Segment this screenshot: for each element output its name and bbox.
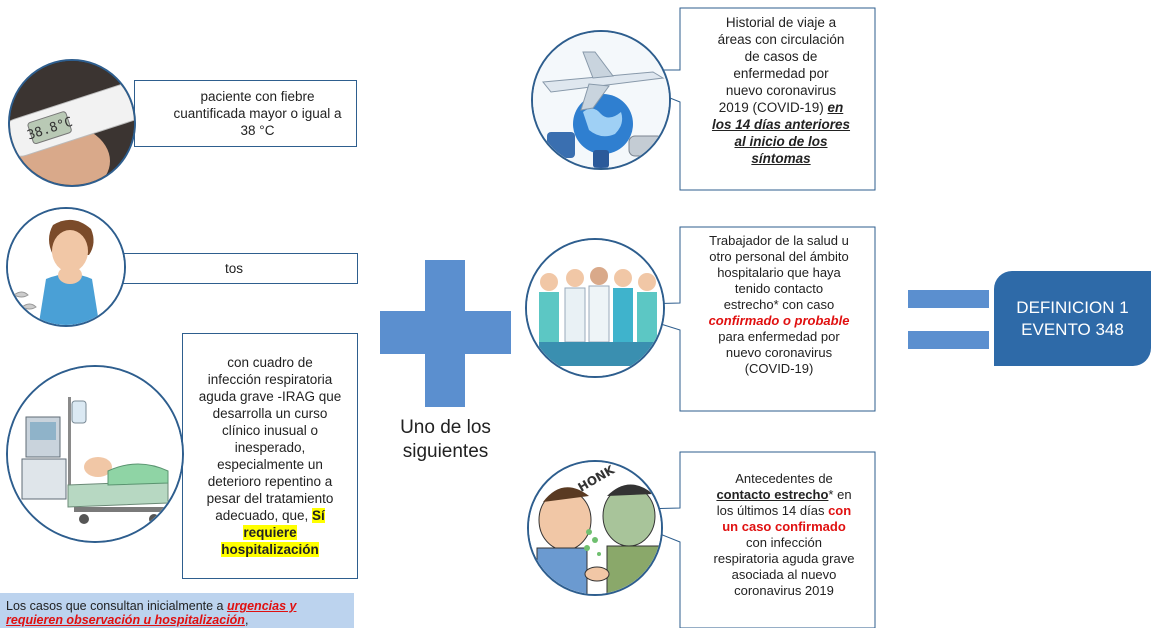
- uno-de-los-line: Uno de los: [400, 417, 491, 438]
- irag-text: con cuadro de infección respiratoria agu…: [195, 354, 346, 558]
- irag-si: Sí: [312, 508, 325, 523]
- travel-em-line: al inicio de los: [734, 134, 828, 149]
- equals-bar-top: [908, 290, 989, 308]
- hospital-bed-icon: [8, 367, 182, 541]
- worker-line: nuevo coronavirus: [725, 345, 833, 360]
- irag-requiere: requiere: [243, 525, 297, 540]
- coughing-person-icon: [8, 209, 124, 325]
- contact-line: Antecedentes de: [735, 471, 833, 486]
- contact-line: contacto estrecho* en: [694, 487, 874, 503]
- definition-line1: DEFINICION 1: [1016, 297, 1129, 317]
- contact-red-con: con: [828, 503, 852, 518]
- travel-line-6: 2019 (COVID-19): [718, 100, 824, 115]
- irag-line: pesar del tratamiento: [206, 491, 334, 506]
- irag-line: deterioro repentino a: [207, 474, 333, 489]
- sneeze-contact-icon: HONK: [529, 462, 661, 594]
- fever-text: paciente con fiebre cuantificada mayor o…: [173, 89, 342, 138]
- note-red: urgencias y requieren observación u hosp…: [6, 599, 297, 627]
- travel-image: [531, 30, 671, 170]
- travel-text: Historial de viaje a áreas con circulaci…: [690, 14, 872, 167]
- equals-bar-bottom: [908, 331, 989, 349]
- irag-line: aguda grave -IRAG que: [198, 389, 342, 404]
- health-workers-icon: [527, 240, 663, 376]
- irag-line: desarrolla un curso: [212, 406, 328, 421]
- contact-line: con infección: [746, 535, 822, 550]
- plus-sign-horizontal: [380, 311, 511, 354]
- contact-callout-shape: [599, 451, 876, 628]
- worker-line: otro personal del ámbito: [709, 249, 849, 264]
- travel-callout-shape: [599, 7, 876, 191]
- travel-line: enfermedad por: [733, 66, 829, 81]
- contact-days: los últimos 14 días: [716, 503, 825, 518]
- travel-line: Historial de viaje a: [725, 15, 837, 30]
- cough-box: tos: [110, 253, 358, 284]
- contact-line: respiratoria aguda grave: [713, 551, 855, 566]
- travel-line: nuevo coronavirus: [725, 83, 837, 98]
- travel-em-line: síntomas: [751, 151, 811, 166]
- irag-line: con cuadro de: [227, 355, 313, 370]
- contact-red-caso: un caso confirmado: [722, 519, 846, 534]
- worker-red: confirmado o probable: [708, 313, 850, 328]
- worker-line: (COVID-19): [744, 361, 814, 376]
- worker-callout-shape: [599, 226, 876, 412]
- worker-line: Trabajador de la salud u: [709, 233, 849, 248]
- worker-line: hospitalario que haya: [717, 265, 841, 280]
- irag-line: requiere: [199, 524, 342, 541]
- travel-line: áreas con circulación: [717, 32, 845, 47]
- travel-line: 2019 (COVID-19) en: [690, 99, 872, 116]
- irag-line: adecuado, que, Sí: [199, 507, 342, 524]
- health-workers-image: [525, 238, 665, 378]
- thermometer-image: 38.8°C: [8, 59, 136, 187]
- contact-line: coronavirus 2019: [734, 583, 834, 598]
- definition-line2: EVENTO 348: [1021, 319, 1124, 339]
- travel-line: de casos de: [744, 49, 818, 64]
- irag-line: hospitalización: [199, 541, 342, 558]
- siguientes-line: siguientes: [402, 441, 489, 462]
- contact-bold: contacto estrecho: [716, 487, 829, 502]
- contact-line: asociada al nuevo: [731, 567, 837, 582]
- worker-text: Trabajador de la salud u otro personal d…: [686, 233, 872, 377]
- irag-hospitalizacion: hospitalización: [221, 542, 319, 557]
- airplane-globe-icon: [533, 32, 669, 168]
- worker-line: tenido contacto: [734, 281, 824, 296]
- worker-line: estrecho* con caso: [723, 297, 835, 312]
- contact-line: los últimos 14 días con: [694, 503, 874, 519]
- travel-em-line: los 14 días anteriores: [711, 117, 851, 132]
- definition-result-box: DEFINICION 1 EVENTO 348: [994, 271, 1151, 366]
- note-prefix: Los casos que consultan inicialmente a: [6, 599, 227, 613]
- hospital-bed-image: [6, 365, 184, 543]
- cough-person-image: [6, 207, 126, 327]
- contact-star: * en: [828, 487, 852, 502]
- fever-box: paciente con fiebre cuantificada mayor o…: [134, 80, 357, 147]
- thermometer-icon: 38.8°C: [10, 61, 134, 185]
- cases-note: Los casos que consultan inicialmente a u…: [0, 593, 354, 628]
- contact-text: Antecedentes de contacto estrecho* en lo…: [694, 471, 874, 599]
- worker-line: para enfermedad por: [718, 329, 840, 344]
- travel-em-en: en: [827, 100, 844, 115]
- irag-line: clínico inusual o: [221, 423, 319, 438]
- irag-box: con cuadro de infección respiratoria agu…: [182, 333, 358, 579]
- irag-adecuado: adecuado, que,: [215, 508, 309, 523]
- irag-line: inesperado,: [234, 440, 306, 455]
- note-suffix: ,: [244, 613, 249, 627]
- cough-text: tos: [224, 261, 243, 276]
- irag-line: especialmente un: [217, 457, 323, 472]
- contact-image: HONK: [527, 460, 663, 596]
- irag-line: infección respiratoria: [207, 372, 333, 387]
- uno-de-los-label: Uno de los siguientes: [378, 416, 513, 464]
